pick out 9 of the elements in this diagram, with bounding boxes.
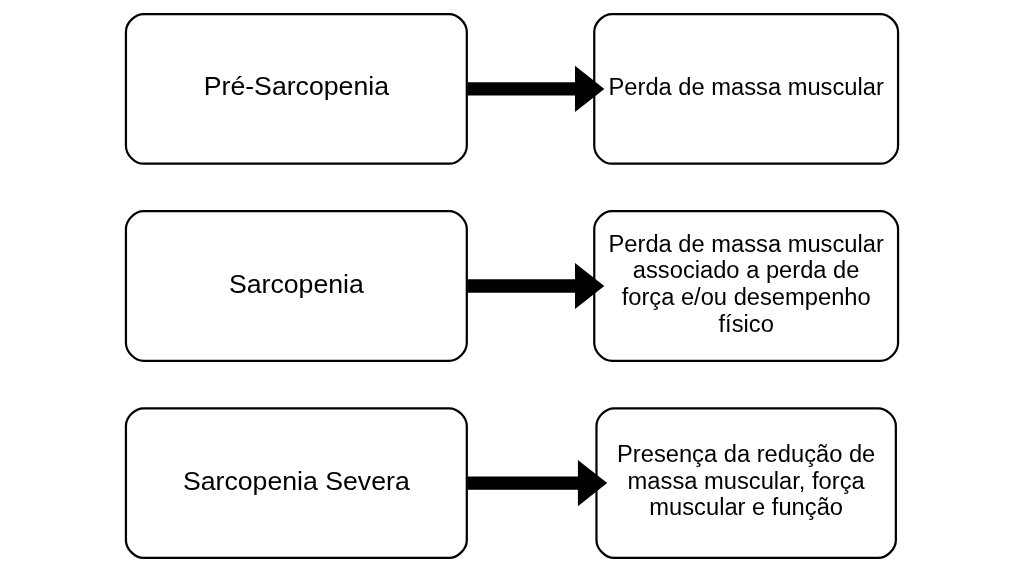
node-box: Sarcopenia: [124, 210, 468, 362]
arrow: [467, 65, 605, 112]
arrow: [467, 460, 608, 507]
node-box: Perda de massa muscular: [593, 12, 900, 165]
node-box: Sarcopenia Severa: [124, 407, 468, 560]
node-box: Pré-Sarcopenia: [124, 12, 468, 165]
arrow: [467, 262, 605, 310]
node-box: Presença da redução de massa muscular, força muscular e função: [595, 407, 897, 560]
node-box: Perda de massa muscular associado a perda de força e/ou desempenho físico: [593, 210, 900, 362]
